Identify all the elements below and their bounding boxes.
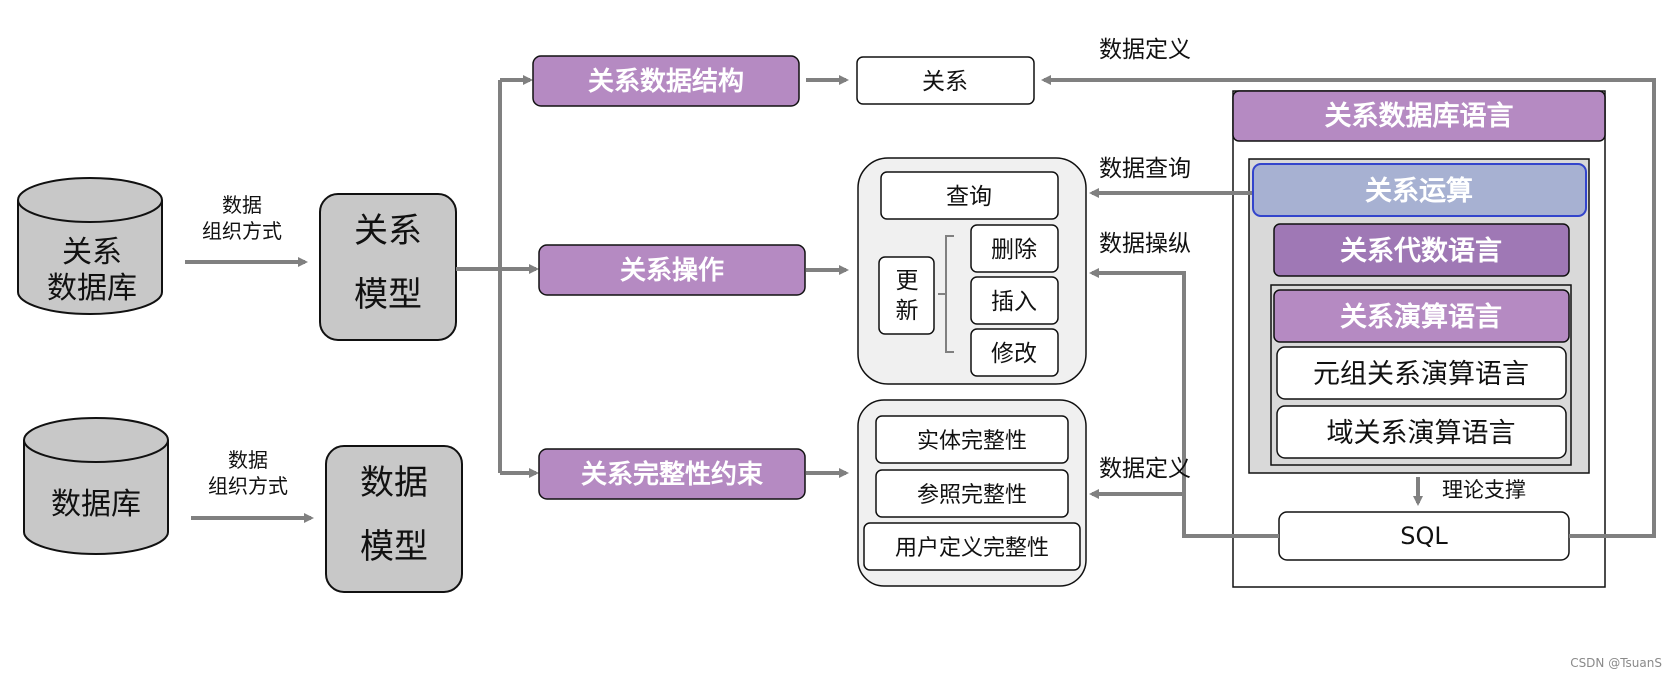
calculus-language-label: 关系演算语言 (1340, 301, 1502, 333)
relational-integrity-box: 关系完整性约束 (538, 448, 806, 500)
organization-label-2-line1: 数据 (228, 448, 268, 472)
domain-calculus-label: 域关系演算语言 (1327, 418, 1516, 449)
insert-box: 插入 (970, 276, 1059, 325)
algebra-language-label: 关系代数语言 (1340, 236, 1502, 267)
relational-operation-box: 关系操作 (538, 244, 806, 296)
tuple-calculus-label: 元组关系演算语言 (1313, 359, 1529, 390)
data-definition-top-label: 数据定义 (1099, 37, 1191, 63)
relational-database-cylinder: 关系 数据库 (17, 177, 163, 315)
relational-data-structure-label: 关系数据结构 (588, 67, 744, 97)
sql-to-relation-connector (1041, 75, 1656, 538)
entity-integrity-label: 实体完整性 (917, 429, 1027, 454)
relational-database-label-line1: 关系 (62, 235, 122, 270)
organization-label-1-line1: 数据 (222, 193, 262, 217)
relational-model-line2: 模型 (354, 275, 422, 315)
query-label: 查询 (946, 184, 992, 210)
language-panel-title: 关系数据库语言 (1325, 101, 1514, 132)
update-label-line2: 新 (896, 298, 919, 324)
relation-label: 关系 (922, 69, 968, 95)
watermark: CSDN @TsuanS (1570, 656, 1662, 670)
user-integrity-box: 用户定义完整性 (863, 522, 1081, 571)
relational-database-label-line2: 数据库 (47, 271, 137, 306)
data-model-box: 数据 模型 (325, 445, 463, 593)
data-model-line1: 数据 (360, 463, 428, 503)
language-panel-header (1232, 90, 1606, 142)
modify-box: 修改 (970, 328, 1059, 377)
modify-label: 修改 (991, 341, 1037, 367)
insert-label: 插入 (991, 289, 1037, 315)
calculus-language-box (1273, 289, 1570, 343)
referential-integrity-box: 参照完整性 (875, 469, 1069, 518)
update-brace (938, 235, 954, 353)
data-query-label: 数据查询 (1099, 156, 1191, 182)
delete-box: 删除 (970, 224, 1059, 273)
model-branch-connector (456, 75, 539, 478)
relational-integrity-label: 关系完整性约束 (581, 459, 764, 490)
organization-label-2-line2: 组织方式 (208, 474, 288, 498)
integrity-panel: 实体完整性 参照完整性 用户定义完整性 (857, 399, 1087, 587)
relational-model-line1: 关系 (354, 211, 422, 251)
tuple-calculus-box (1276, 346, 1567, 400)
domain-calculus-box (1276, 405, 1567, 459)
relational-model-box: 关系 模型 (319, 193, 457, 341)
data-manipulation-label: 数据操纵 (1099, 231, 1191, 257)
theory-support-label: 理论支撑 (1442, 478, 1526, 502)
query-box: 查询 (880, 171, 1059, 220)
referential-integrity-label: 参照完整性 (917, 483, 1027, 508)
relational-data-structure-box: 关系数据结构 (532, 55, 800, 107)
relational-operations-box (1252, 163, 1587, 217)
data-definition-bottom-label: 数据定义 (1099, 456, 1191, 482)
organization-label-1-line2: 组织方式 (202, 219, 282, 243)
delete-label: 删除 (991, 237, 1037, 263)
relation-box: 关系 (856, 56, 1035, 105)
operations-panel: 查询 更 新 删除 插入 修改 (857, 157, 1087, 385)
database-cylinder: 数据库 (23, 417, 169, 555)
update-label-line1: 更 (896, 268, 919, 294)
user-integrity-label: 用户定义完整性 (895, 536, 1049, 561)
database-label: 数据库 (51, 487, 141, 522)
data-model-line2: 模型 (360, 527, 428, 567)
algebra-language-box (1273, 223, 1570, 277)
relational-operation-label: 关系操作 (620, 256, 724, 286)
language-panel: 关系数据库语言 关系运算 关系代数语言 关系演算语言 元组关系演算语言 域关系演… (1232, 90, 1606, 588)
entity-integrity-box: 实体完整性 (875, 415, 1069, 464)
update-box: 更 新 (878, 256, 935, 335)
sql-label: SQL (1400, 522, 1448, 550)
relational-operations-label: 关系运算 (1365, 175, 1473, 207)
sql-to-operations-connector (1089, 268, 1279, 538)
